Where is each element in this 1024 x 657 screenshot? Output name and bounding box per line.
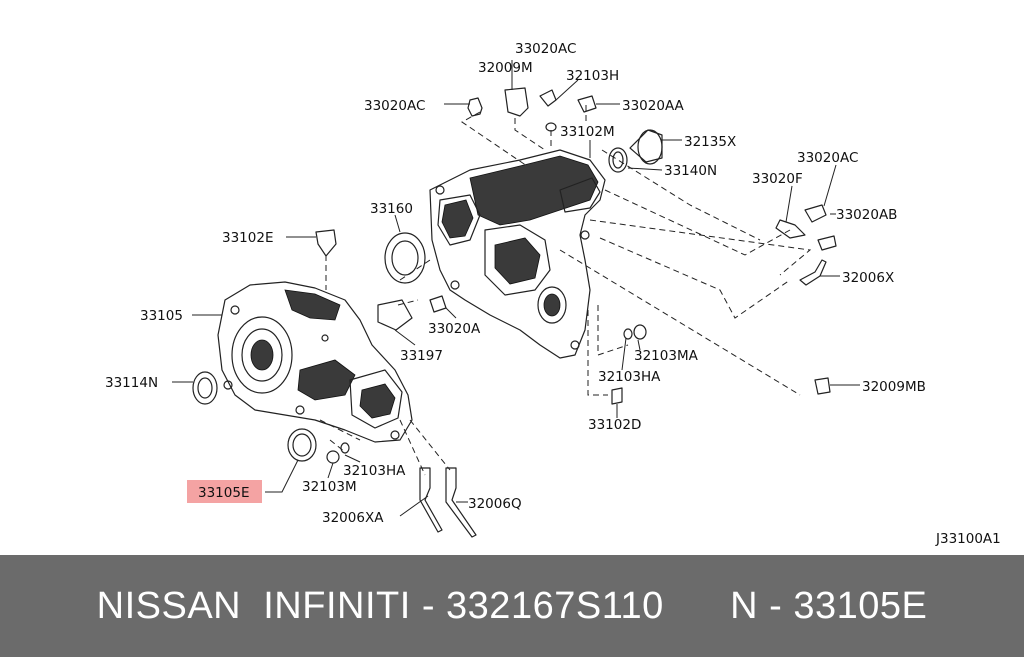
label-32103HA-right: 32103HA: [598, 369, 661, 385]
label-33114N: 33114N: [105, 375, 158, 391]
label-33020A: 33020A: [428, 321, 481, 337]
label-33197: 33197: [400, 348, 443, 364]
transfer-case-front-housing: [217, 281, 413, 443]
transfer-case-rear-housing: [429, 149, 606, 359]
label-33020AB: 33020AB: [836, 207, 897, 223]
label-32009MB: 32009MB: [862, 379, 926, 395]
parts-diagram: 33020AC 32009M 32103H 33020AC 33020AA 33…: [105, 41, 1001, 547]
label-32009M: 32009M: [478, 60, 533, 76]
small-parts: [192, 87, 837, 538]
label-33105: 33105: [140, 308, 183, 324]
label-32006X: 32006X: [842, 270, 894, 286]
diagram-code: J33100A1: [935, 531, 1001, 547]
label-33020AC-top: 33020AC: [515, 41, 576, 57]
label-32006Q: 32006Q: [468, 496, 522, 512]
label-33102M: 33102M: [560, 124, 615, 140]
label-33102D: 33102D: [588, 417, 641, 433]
label-32103HA-bottom: 32103HA: [343, 463, 406, 479]
label-32103H: 32103H: [566, 68, 619, 84]
label-33105E: 33105E: [198, 485, 249, 501]
label-33102E: 33102E: [222, 230, 273, 246]
part-labels: 33020AC 32009M 32103H 33020AC 33020AA 33…: [105, 41, 1001, 547]
label-32135X: 32135X: [684, 134, 736, 150]
label-32006XA: 32006XA: [322, 510, 384, 526]
part-number-banner: NISSAN INFINITI - 332167S110 N - 33105E: [0, 555, 1024, 657]
label-33020AC-left: 33020AC: [364, 98, 425, 114]
label-33140N: 33140N: [664, 163, 717, 179]
label-32103M: 32103M: [302, 479, 357, 495]
label-33160: 33160: [370, 201, 413, 217]
label-33020AC-right: 33020AC: [797, 150, 858, 166]
label-32103MA: 32103MA: [634, 348, 699, 364]
dashed-leaders: [319, 105, 812, 476]
label-33020F: 33020F: [752, 171, 803, 187]
highlight-33105E: [187, 480, 262, 503]
label-33020AA: 33020AA: [622, 98, 685, 114]
label-leaders: [172, 60, 860, 517]
